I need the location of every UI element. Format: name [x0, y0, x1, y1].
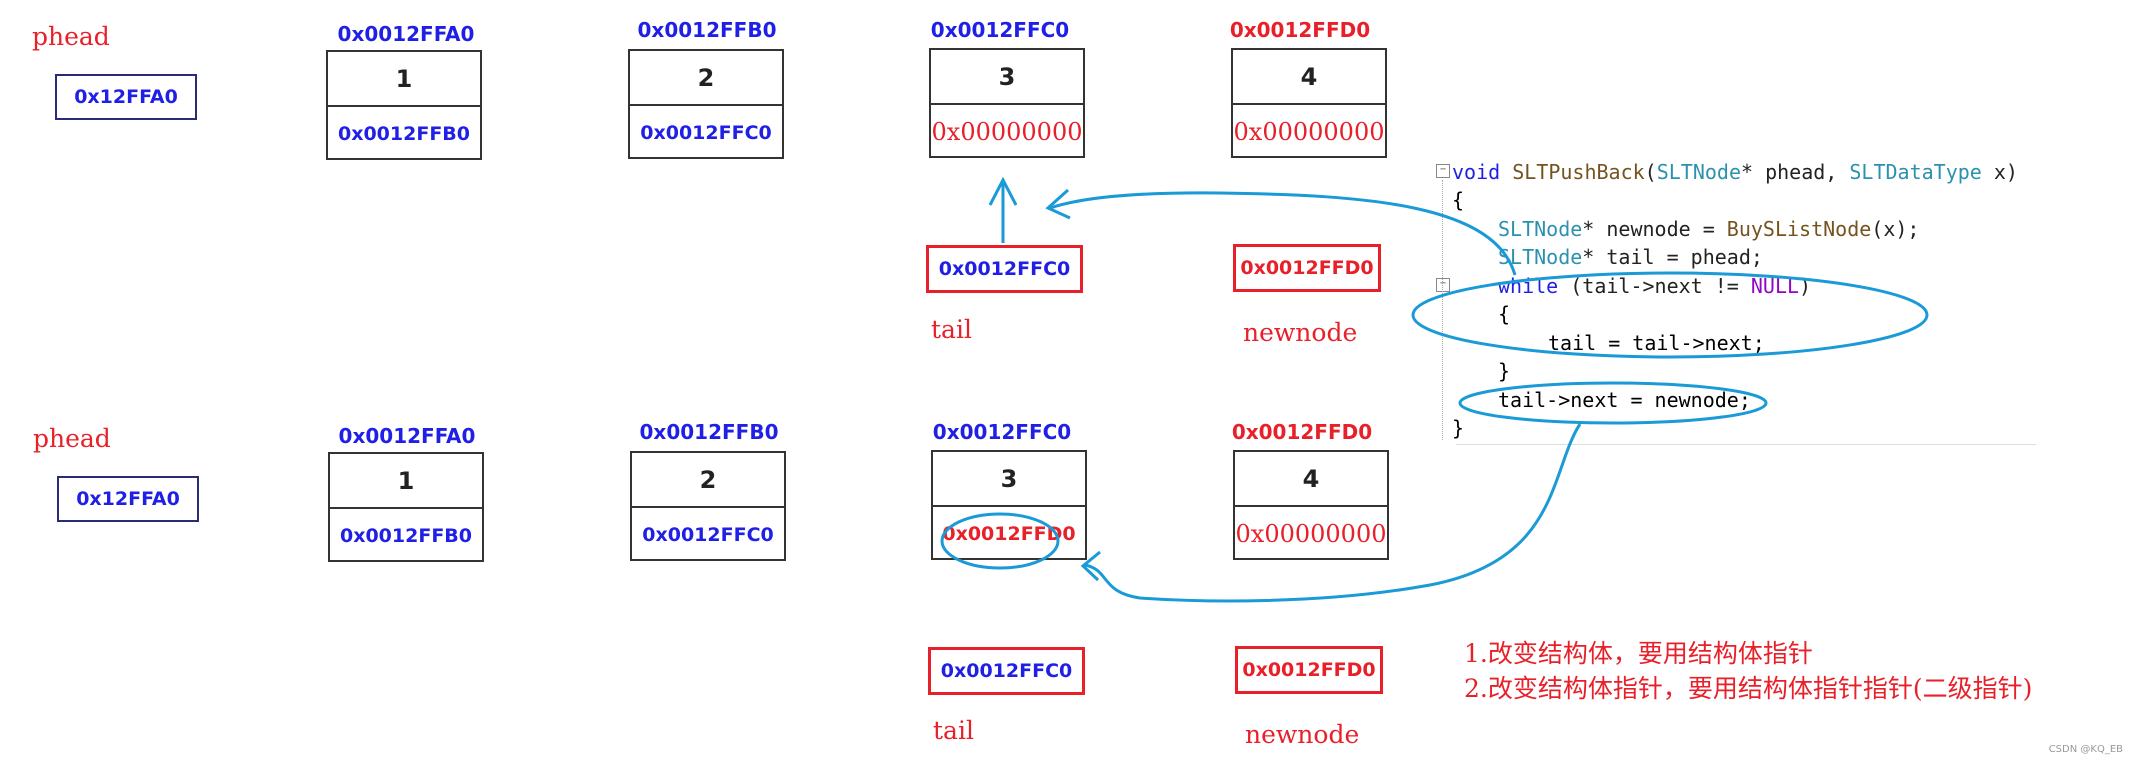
code-to-node3-arrow	[1049, 191, 1517, 276]
assign-ellipse	[1458, 381, 1768, 425]
collapse-icon: −	[1436, 164, 1450, 178]
tail-box: 0x0012FFC0	[928, 647, 1085, 695]
node-next: 0x0012FFB0	[339, 524, 473, 547]
phead-label: phead	[32, 22, 110, 51]
code-line-3: SLTNode* newnode = BuySListNode(x);	[1498, 217, 1920, 241]
phead-box: 0x12FFA0	[55, 74, 197, 120]
node-data: 3	[931, 50, 1083, 105]
node3-address: 0x0012FFC0	[932, 420, 1072, 444]
node-next: 0x0012FFC0	[640, 121, 772, 144]
node-data: 3	[933, 452, 1085, 507]
assign-to-node3-arrowhead	[1080, 550, 1101, 582]
tail-up-arrowhead	[988, 176, 1018, 206]
collapse-icon: −	[1436, 278, 1450, 292]
node-next: 0x0012FFB0	[337, 122, 471, 145]
node-3: 3 0x00000000	[929, 48, 1085, 158]
node-2: 2 0x0012FFC0	[628, 49, 784, 159]
node2-address: 0x0012FFB0	[639, 420, 779, 444]
code-line-10: }	[1452, 416, 1465, 440]
node-next: 0x0012FFC0	[642, 523, 774, 546]
newnode-label: newnode	[1243, 318, 1358, 347]
node4-address: 0x0012FFD0	[1229, 18, 1371, 42]
node1-address: 0x0012FFA0	[337, 22, 475, 46]
code-line-7: tail = tail->next;	[1548, 331, 1765, 355]
node-4: 4 0x00000000	[1233, 450, 1389, 560]
node-1: 1 0x0012FFB0	[328, 452, 484, 562]
watermark: CSDN @KQ_EB	[2048, 744, 2123, 755]
node3-address: 0x0012FFC0	[930, 18, 1070, 42]
while-loop-ellipse	[1411, 271, 1929, 359]
node2-address: 0x0012FFB0	[637, 18, 777, 42]
node-data: 2	[630, 51, 782, 106]
note-1: 1.改变结构体，要用结构体指针	[1464, 639, 1813, 668]
tail-label: tail	[933, 716, 974, 745]
node-data: 1	[330, 454, 482, 509]
code-line-2: {	[1452, 188, 1465, 212]
code-to-node3-arrowhead	[1045, 188, 1071, 220]
code-line-4: SLTNode* tail = phead;	[1498, 245, 1763, 269]
newnode-box: 0x0012FFD0	[1235, 646, 1383, 694]
newnode-label: newnode	[1245, 720, 1360, 749]
node-next: 0x00000000	[1235, 519, 1387, 548]
node-data: 1	[328, 52, 480, 107]
node-next: 0x0012FFD0	[942, 522, 1076, 545]
code-line-6: {	[1498, 302, 1511, 326]
code-line-1: void SLTPushBack(SLTNode* phead, SLTData…	[1452, 160, 2018, 184]
node4-address: 0x0012FFD0	[1231, 420, 1373, 444]
newnode-box: 0x0012FFD0	[1233, 244, 1381, 292]
node-1: 1 0x0012FFB0	[326, 50, 482, 160]
node3-next-ellipse	[940, 512, 1060, 570]
tail-label: tail	[931, 315, 972, 344]
phead-box: 0x12FFA0	[57, 476, 199, 522]
node-data: 4	[1235, 452, 1387, 507]
node-next: 0x00000000	[1233, 117, 1385, 146]
code-underline	[1456, 444, 2036, 445]
node-data: 2	[632, 453, 784, 508]
assign-to-node3-arrow	[1084, 423, 1582, 603]
phead-label: phead	[33, 424, 111, 453]
code-snippet: − − void SLTPushBack(SLTNode* phead, SLT…	[1436, 158, 2036, 448]
fold-guide	[1442, 180, 1444, 440]
node-next: 0x00000000	[931, 117, 1083, 146]
node-4: 4 0x00000000	[1231, 48, 1387, 158]
tail-box: 0x0012FFC0	[926, 245, 1083, 293]
node-2: 2 0x0012FFC0	[630, 451, 786, 561]
node-3: 3 0x0012FFD0	[931, 450, 1087, 560]
note-2: 2.改变结构体指针，要用结构体指针指针(二级指针)	[1464, 674, 2033, 703]
node-data: 4	[1233, 50, 1385, 105]
code-line-8: }	[1498, 359, 1511, 383]
code-line-9: tail->next = newnode;	[1498, 388, 1751, 412]
node1-address: 0x0012FFA0	[338, 424, 476, 448]
